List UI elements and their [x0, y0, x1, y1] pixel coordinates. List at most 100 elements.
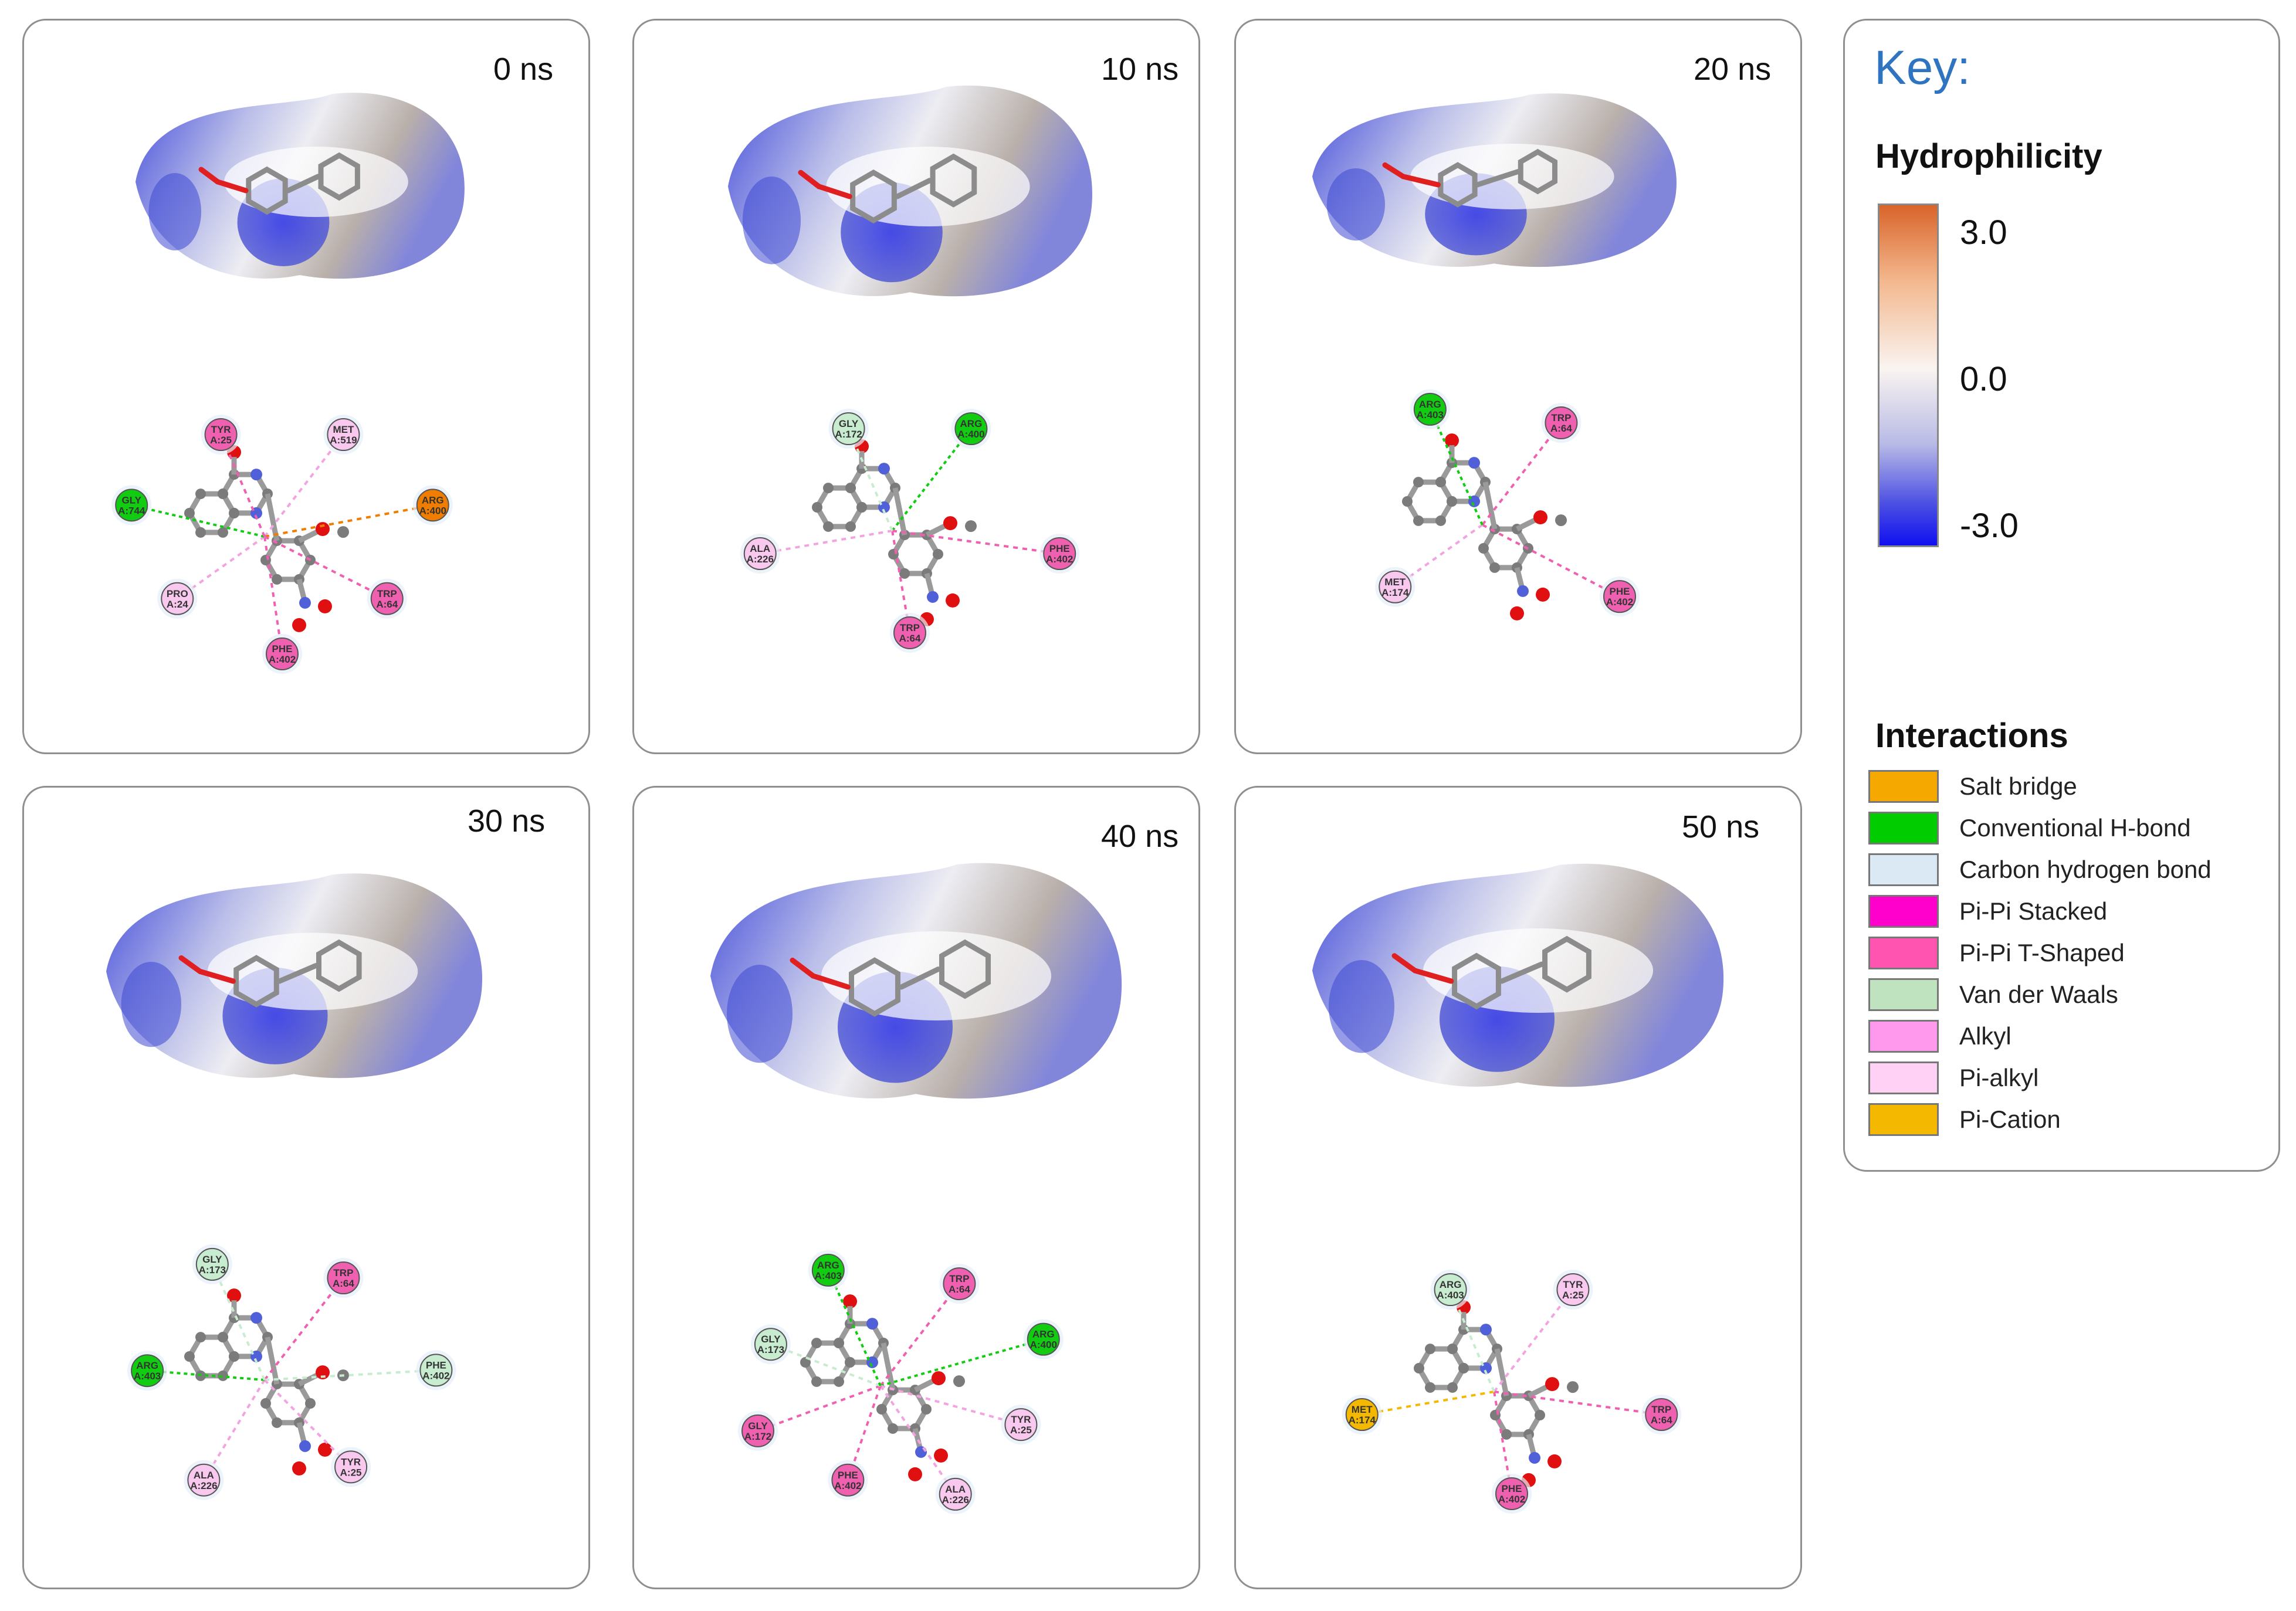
interaction-line [263, 433, 345, 538]
nitrogen-atom [1480, 1324, 1492, 1336]
atom [218, 489, 228, 499]
residue-name: PHE [838, 1470, 858, 1481]
residue-node [831, 1463, 865, 1497]
residue-node [334, 1450, 368, 1484]
atom [933, 549, 943, 559]
residue-node [1027, 1322, 1060, 1356]
residue-node [893, 616, 926, 649]
residue-name: ARG [1419, 399, 1441, 410]
residue-chain: A:64 [376, 599, 398, 610]
residue-name: ARG [960, 418, 983, 429]
ligand-sticks [790, 939, 991, 1017]
binding-pocket-surface [728, 85, 1092, 297]
atom [811, 1376, 822, 1387]
residue-chain: A:64 [333, 1278, 354, 1289]
bond [892, 487, 907, 535]
atom [899, 568, 910, 579]
nitrogen-atom [866, 1318, 878, 1330]
residue-node [811, 1253, 845, 1287]
atom [845, 1356, 855, 1368]
nitrogen-atom [878, 463, 890, 475]
residue-node [204, 418, 238, 452]
atom [1501, 1429, 1512, 1440]
legend-swatch [1868, 812, 1939, 844]
molecule-view: TRPA:64PHEA:402TYRA:25ALAA:226ARGA:403GL… [106, 873, 483, 1500]
atom [845, 483, 856, 493]
ligand-sticks [1391, 935, 1591, 1010]
residue-node [741, 1414, 774, 1447]
residue-name: ARG [422, 494, 444, 506]
interaction-line [846, 1385, 882, 1481]
residue-node [327, 418, 360, 452]
legend-swatch [1868, 937, 1939, 969]
residue-name: ARG [136, 1360, 158, 1371]
interaction-line [264, 535, 388, 600]
legend-swatch [1868, 853, 1939, 886]
residue-chain: A:173 [199, 1264, 226, 1276]
atom [184, 508, 195, 518]
interaction-line [879, 1283, 961, 1387]
residue-name: GLY [202, 1254, 222, 1265]
residue-chain: A:174 [1349, 1415, 1376, 1426]
atom [1458, 1362, 1469, 1373]
residue-node [1556, 1273, 1590, 1307]
legend-label: Pi-Cation [1959, 1105, 2061, 1133]
legend-swatch [1868, 1061, 1939, 1094]
residue-node [131, 1354, 164, 1388]
atom [1447, 496, 1457, 507]
residue-name: TYR [341, 1456, 361, 1467]
residue-chain: A:403 [815, 1270, 842, 1281]
ligand-sticks [198, 152, 360, 215]
residue-chain: A:403 [1417, 409, 1444, 420]
nitrogen-atom [250, 469, 262, 481]
residue-name: TRP [1551, 412, 1571, 423]
scale-max: 3.0 [1960, 213, 2007, 252]
legend-swatch [1868, 1020, 1939, 1053]
oxygen-atom [946, 593, 960, 608]
residue-chain: A:24 [167, 599, 188, 610]
nitro-group [1529, 1451, 1540, 1464]
residue-node [161, 582, 194, 615]
residue-node [943, 1267, 976, 1301]
ring [262, 538, 314, 582]
residue-name: PRO [167, 588, 188, 599]
residue-chain: A:400 [957, 429, 984, 440]
atom [888, 549, 899, 559]
residue-name: PHE [1502, 1483, 1522, 1494]
interaction-line [1481, 422, 1563, 526]
legend-label: Conventional H-bond [1959, 814, 2191, 842]
atom [1402, 496, 1413, 507]
residue-name: GLY [839, 418, 859, 429]
residue-chain: A:226 [190, 1480, 217, 1491]
hydrophilicity-title: Hydrophilicity [1875, 137, 2102, 175]
residue-node [1413, 392, 1447, 426]
oxygen-atom [1545, 1377, 1559, 1392]
atom [834, 1376, 844, 1387]
residue-name: ARG [817, 1260, 839, 1271]
residue-chain: A:172 [744, 1431, 771, 1442]
residue-name: TRP [949, 1273, 969, 1284]
atom [229, 1351, 239, 1362]
atom [1478, 543, 1489, 554]
interaction-line [1362, 1390, 1495, 1416]
atom [272, 574, 282, 585]
ring [890, 532, 942, 576]
oxygen-atom [932, 1371, 946, 1386]
residue-name: ALA [945, 1484, 966, 1495]
legend-label: Alkyl [1959, 1022, 2011, 1050]
legend-label: Van der Waals [1959, 981, 2118, 1008]
interaction-line [131, 504, 265, 538]
residue-chain: A:400 [1030, 1339, 1057, 1351]
oxygen-atom [943, 516, 957, 531]
atom [823, 483, 834, 494]
binding-pocket-surface [1312, 93, 1677, 267]
atom [1555, 514, 1567, 527]
atom [812, 502, 822, 513]
residue-node [1603, 580, 1637, 613]
atom [229, 507, 239, 518]
ring [1492, 1393, 1543, 1437]
residue-name: TRP [377, 588, 397, 599]
